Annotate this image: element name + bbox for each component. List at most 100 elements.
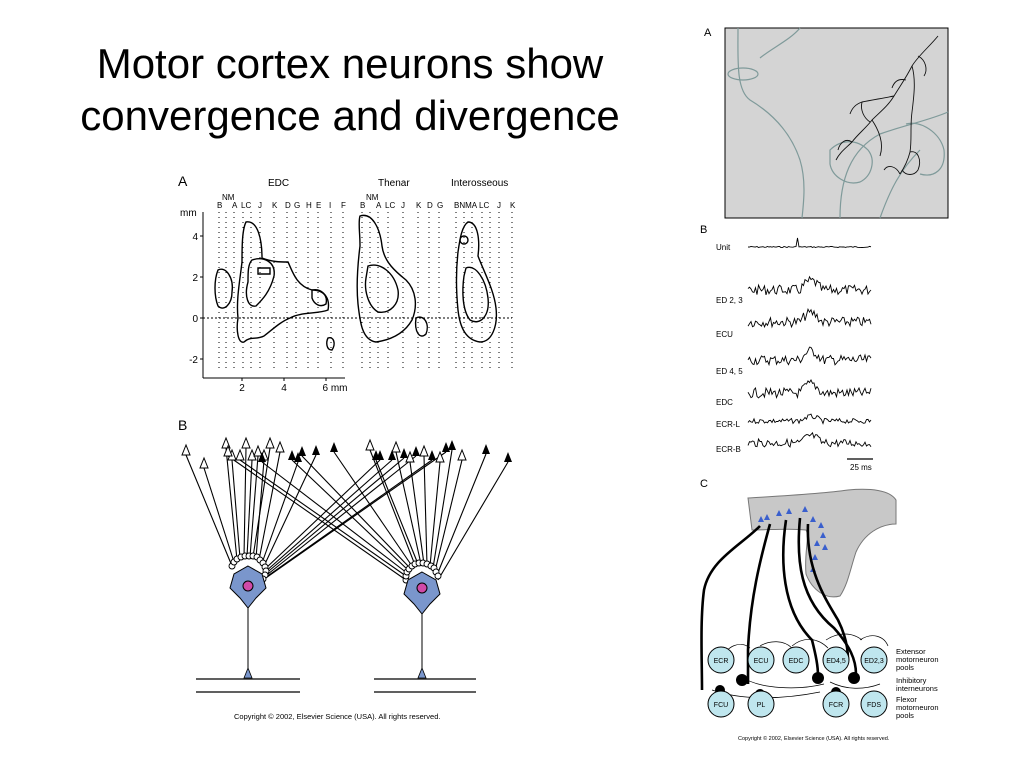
emg-trace — [747, 379, 872, 400]
pool-label: ED4,5 — [826, 658, 846, 665]
group-label-interosseous: Interosseous — [451, 178, 508, 189]
edc-outer-contour — [236, 221, 330, 343]
col-label: K — [416, 201, 422, 210]
right-copyright: Copyright © 2002, Elsevier Science (USA)… — [738, 735, 890, 742]
emg-trace — [747, 413, 872, 425]
cortical-neuron-right — [374, 559, 476, 693]
col-label: LC — [479, 201, 489, 210]
flexor-pools: FCU PL FCR FDS — [707, 690, 888, 718]
col-label: E — [316, 201, 321, 210]
legend-line: Extensor — [896, 647, 926, 656]
interneuron — [848, 672, 860, 684]
trace-label: ECU — [716, 330, 733, 339]
extensor-pools: ECR ECU EDC ED4,5 ED2,3 — [707, 646, 888, 674]
pool-pl: PL — [747, 690, 775, 718]
col-label: K — [272, 201, 278, 210]
scale-bar-label: 25 ms — [850, 463, 872, 472]
title-line-1: Motor cortex neurons show — [96, 40, 604, 87]
interosseous-outer-contour — [455, 221, 498, 343]
emg-trace — [747, 346, 872, 367]
col-label: I — [329, 201, 331, 210]
thenar-outer-contour — [356, 214, 417, 343]
col-label: A — [232, 201, 238, 210]
anatomical-outlines — [727, 27, 949, 219]
cortical-neuron-left — [196, 552, 300, 693]
emg-trace — [747, 307, 872, 329]
right-panel-b: B Unit ED 2, 3 ECU ED 4, 5 EDC ECR-L ECR… — [700, 224, 873, 472]
pool-label: ECR — [714, 658, 729, 665]
pool-ecu: ECU — [747, 646, 775, 674]
pool-label: ED2,3 — [864, 658, 884, 665]
legend-line: motorneuron — [896, 703, 939, 712]
synaptic-boutons — [402, 559, 442, 584]
col-label: J — [401, 201, 405, 210]
col-label: D — [285, 201, 291, 210]
col-label: LC — [385, 201, 395, 210]
emg-trace — [747, 431, 872, 448]
pool-fcu: FCU — [707, 690, 735, 718]
pool-fds: FDS — [860, 690, 888, 718]
slide-title: Motor cortex neurons show convergence an… — [40, 38, 660, 142]
edc-contours — [214, 221, 335, 351]
nucleus — [242, 580, 254, 592]
col-label: A — [376, 201, 382, 210]
right-panel-c: C ECR — [700, 478, 939, 742]
thenar-column-labels: B NM A LC J K D G — [360, 193, 443, 210]
trace-label: ED 2, 3 — [716, 296, 743, 305]
x-tick-label: 2 — [239, 383, 245, 394]
col-label: J — [258, 201, 262, 210]
pool-label: ECU — [754, 658, 769, 665]
filled-arrowheads — [258, 440, 512, 462]
pool-edc: EDC — [782, 646, 810, 674]
legend-line: pools — [896, 663, 914, 672]
col-label: NM — [222, 193, 235, 202]
synaptic-boutons — [228, 552, 270, 583]
right-panel-a: A — [704, 27, 949, 219]
emg-trace-labels: Unit ED 2, 3 ECU ED 4, 5 EDC ECR-L ECR-B — [716, 243, 743, 454]
trace-label: Unit — [716, 243, 731, 252]
edc-small-contour — [257, 267, 271, 275]
thenar-small-contour — [414, 316, 428, 337]
interosseous-inner-contour — [462, 266, 489, 323]
right-panel-c-letter: C — [700, 478, 708, 490]
y-tick-label: -2 — [189, 355, 198, 366]
thenar-inner-contour — [364, 264, 399, 313]
legend-line: pools — [896, 711, 914, 720]
emg-trace — [747, 237, 872, 249]
title-line-2: convergence and divergence — [80, 92, 620, 139]
pool-ecr: ECR — [707, 646, 735, 674]
axon-terminal — [243, 666, 253, 679]
col-label: B — [360, 201, 365, 210]
interosseous-column-labels: BNMA LC J K — [454, 201, 516, 210]
trace-label: ECR-L — [716, 420, 741, 429]
emg-traces — [747, 237, 872, 448]
trace-label: ED 4, 5 — [716, 367, 743, 376]
col-label: BNMA — [454, 201, 478, 210]
legend-line: motorneuron — [896, 655, 939, 664]
edc-left-contour — [214, 268, 233, 309]
y-tick-label: 4 — [192, 232, 198, 243]
left-copyright: Copyright © 2002, Elsevier Science (USA)… — [234, 712, 440, 721]
interosseous-contours — [455, 221, 498, 343]
legend-line: Inhibitory — [896, 676, 927, 685]
col-label: J — [497, 201, 501, 210]
edc-inner-contour — [245, 258, 275, 307]
pool-label: FCR — [829, 702, 843, 709]
pool-label: FDS — [867, 702, 881, 709]
y-ticks — [200, 235, 327, 381]
col-label: F — [341, 201, 346, 210]
corticospinal-axons — [700, 517, 858, 691]
y-axis-unit: mm — [180, 208, 197, 219]
pool-ed45: ED4,5 — [822, 646, 850, 674]
trace-label: EDC — [716, 398, 733, 407]
nucleus — [416, 582, 428, 594]
right-panel-a-letter: A — [704, 27, 712, 39]
y-tick-labels: 4 2 0 -2 — [189, 232, 198, 366]
cortex-section — [747, 488, 897, 598]
stained-neuron — [835, 35, 939, 175]
col-label: G — [437, 201, 443, 210]
left-panel-a: A EDC Thenar Interosseous B NM A LC J K … — [178, 173, 516, 394]
right-panel-b-letter: B — [700, 224, 707, 236]
group-label-thenar: Thenar — [378, 178, 410, 189]
left-panel-a-letter: A — [178, 173, 188, 189]
